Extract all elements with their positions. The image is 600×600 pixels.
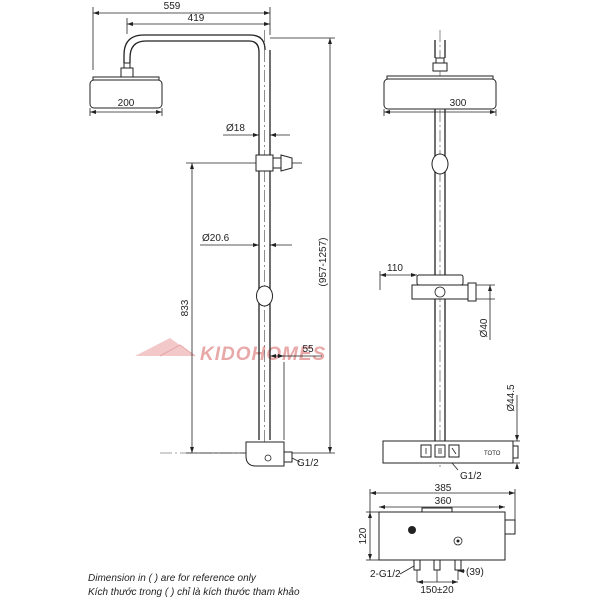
dim-120-label: 120 bbox=[358, 527, 369, 544]
riser-pipe bbox=[258, 30, 271, 455]
dim-dia-20-6: Ø20.6 bbox=[200, 233, 292, 247]
dim-559-label: 559 bbox=[164, 1, 181, 12]
note-vietnamese: Kích thước trong ( ) chỉ là kích thước t… bbox=[88, 586, 300, 598]
mixer-plan bbox=[378, 507, 516, 582]
dim-dia-18-label: Ø18 bbox=[226, 123, 245, 134]
dim-39: (39) bbox=[458, 567, 484, 578]
dim-300: 300 bbox=[383, 98, 497, 116]
dim-385-label: 385 bbox=[435, 483, 452, 494]
dim-419: 419 bbox=[126, 13, 270, 34]
inlet-label-side: G1/2 bbox=[291, 457, 319, 469]
dim-200-label: 200 bbox=[118, 98, 135, 109]
dim-110-label: 110 bbox=[387, 263, 403, 274]
front-view: 300 110 Ø40 TOT bbox=[379, 30, 520, 482]
shower-head-front bbox=[383, 57, 497, 110]
dim-55-label: 55 bbox=[302, 344, 314, 355]
dim-957-1257-label: (957-1257) bbox=[318, 238, 329, 287]
dim-833-label: 833 bbox=[180, 299, 191, 316]
dim-dia-20-6-label: Ø20.6 bbox=[202, 233, 230, 244]
dim-dia-40-label: Ø40 bbox=[479, 318, 490, 337]
inlets-label: 2-G1/2 bbox=[370, 569, 401, 580]
watermark-text: KIDOHOMES bbox=[200, 344, 326, 365]
dim-dia-44-5-label: Ø44.5 bbox=[506, 384, 517, 412]
dim-150-label: 150±20 bbox=[420, 585, 454, 596]
dim-385: 385 bbox=[369, 483, 516, 520]
dim-360-label: 360 bbox=[435, 496, 452, 507]
dim-120: 120 bbox=[358, 511, 379, 561]
dim-200: 200 bbox=[89, 98, 163, 116]
inlet-front-label: G1/2 bbox=[460, 471, 482, 482]
inlets-callout: 2-G1/2 bbox=[370, 565, 415, 580]
dim-957-1257: (957-1257) bbox=[270, 37, 335, 454]
mixer-side bbox=[160, 441, 293, 467]
dim-360: 360 bbox=[379, 496, 505, 509]
holder-front bbox=[411, 274, 477, 302]
dim-150: 150±20 bbox=[417, 580, 458, 596]
dim-dia-18: Ø18 bbox=[223, 123, 290, 137]
notes: Dimension in ( ) are for reference only … bbox=[88, 573, 300, 598]
dim-dia-44-5: Ø44.5 bbox=[506, 384, 520, 469]
dim-559: 559 bbox=[92, 1, 271, 70]
inlet-side-label: G1/2 bbox=[297, 458, 319, 469]
dim-300-label: 300 bbox=[450, 98, 467, 109]
watermark: KIDOHOMES bbox=[135, 338, 326, 365]
dim-419-label: 419 bbox=[188, 13, 205, 24]
dim-833: 833 bbox=[180, 162, 256, 454]
side-view: 559 419 200 Ø18 Ø20.6 bbox=[89, 1, 335, 469]
dim-110: 110 bbox=[379, 263, 417, 290]
dim-55: 55 bbox=[270, 344, 322, 440]
overhead-arm bbox=[123, 34, 266, 63]
mixer-front: TOTO bbox=[382, 440, 519, 471]
shower-head-side bbox=[89, 62, 163, 109]
brand-mark: TOTO bbox=[484, 451, 501, 457]
dim-39-label: (39) bbox=[466, 567, 484, 578]
slide-holder bbox=[256, 285, 273, 307]
plan-view: 385 360 120 bbox=[358, 483, 516, 596]
dim-dia-40: Ø40 bbox=[476, 284, 495, 340]
diverter-front bbox=[431, 153, 449, 175]
note-english: Dimension in ( ) are for reference only bbox=[88, 573, 257, 584]
diverter-joint bbox=[255, 154, 302, 172]
